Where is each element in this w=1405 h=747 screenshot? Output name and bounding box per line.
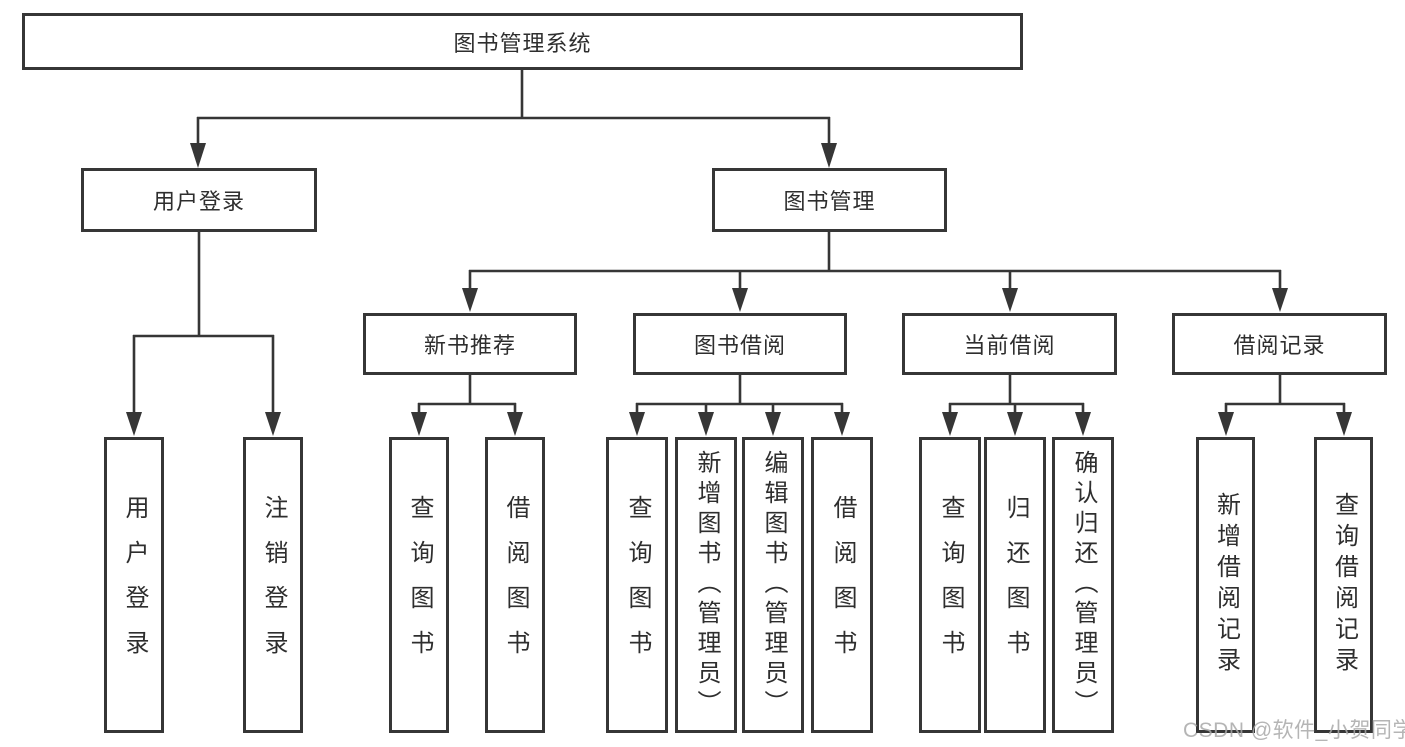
node-current-borrow: 当前借阅 [902,313,1117,375]
leaf-borrow-query-books: 查询图书 [606,437,668,733]
leaf-borrow-books-label: 借阅图书 [829,495,856,675]
leaf-recommend-borrow-books-label: 借阅图书 [502,495,529,675]
leaf-confirm-return-admin-label: 确认归还（管理员） [1070,450,1097,720]
leaf-query-borrow-record: 查询借阅记录 [1314,437,1373,733]
leaf-user-login-label: 用户登录 [121,495,148,675]
node-borrow-records: 借阅记录 [1172,313,1387,375]
leaf-add-books-admin-label: 新增图书（管理员） [693,450,720,720]
node-user-login-label: 用户登录 [152,189,245,214]
leaf-borrow-query-books-label: 查询图书 [624,495,651,675]
leaf-recommend-query-books: 查询图书 [389,437,449,733]
arrowheads [126,143,1352,436]
leaf-recommend-query-books-label: 查询图书 [406,495,433,675]
node-current-borrow-label: 当前借阅 [963,333,1056,358]
leaf-add-borrow-record-label: 新增借阅记录 [1212,492,1240,678]
leaf-edit-books-admin-label: 编辑图书（管理员） [760,450,787,720]
csdn-watermark: CSDN @软件_小贺同学 [1183,719,1405,742]
leaf-return-books: 归还图书 [984,437,1046,733]
leaf-query-borrow-record-label: 查询借阅记录 [1330,492,1358,678]
node-root: 图书管理系统 [22,13,1023,70]
leaf-add-books-admin: 新增图书（管理员） [675,437,737,733]
node-borrow-records-label: 借阅记录 [1233,333,1326,358]
leaf-logout: 注销登录 [243,437,303,733]
node-book-management: 图书管理 [712,168,947,232]
leaf-borrow-books: 借阅图书 [811,437,873,733]
leaf-current-query-books: 查询图书 [919,437,981,733]
node-book-borrow-label: 图书借阅 [693,333,786,358]
leaf-logout-label: 注销登录 [260,495,287,675]
node-root-label: 图书管理系统 [453,30,592,56]
node-book-borrow: 图书借阅 [633,313,847,375]
node-user-login: 用户登录 [81,168,317,232]
leaf-user-login: 用户登录 [104,437,164,733]
leaf-recommend-borrow-books: 借阅图书 [485,437,545,733]
leaf-confirm-return-admin: 确认归还（管理员） [1052,437,1114,733]
leaf-edit-books-admin: 编辑图书（管理员） [742,437,804,733]
leaf-return-books-label: 归还图书 [1002,495,1029,675]
node-new-book-recommend: 新书推荐 [363,313,577,375]
leaf-current-query-books-label: 查询图书 [937,495,964,675]
node-book-management-label: 图书管理 [783,189,876,214]
node-new-book-recommend-label: 新书推荐 [423,333,516,358]
leaf-add-borrow-record: 新增借阅记录 [1196,437,1255,733]
